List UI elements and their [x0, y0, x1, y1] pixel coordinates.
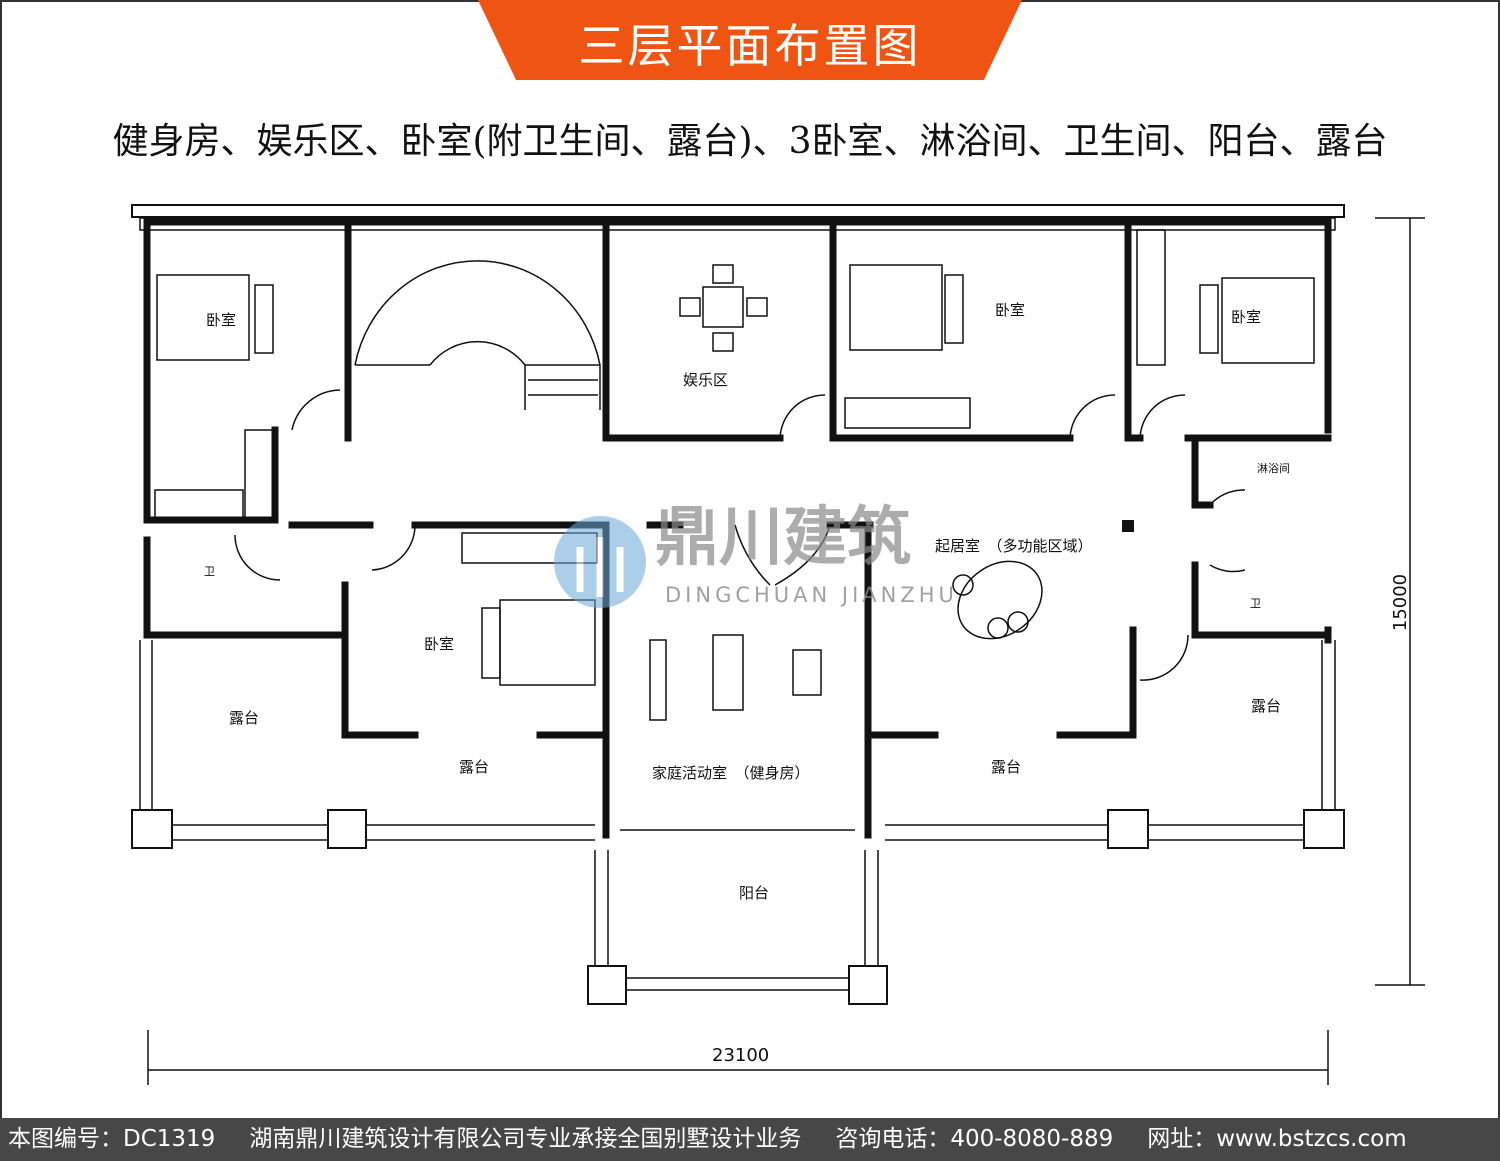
page-subtitle: 健身房、娱乐区、卧室(附卫生间、露台)、3卧室、淋浴间、卫生间、阳台、露台 — [112, 121, 1388, 162]
room-label-bedroom-1: 卧室 — [206, 311, 237, 329]
room-label-entertainment: 娱乐区 — [683, 371, 729, 389]
dimension-height: 15000 — [1390, 573, 1412, 632]
room-label-gym: 家庭活动室 （健身房） — [652, 764, 810, 782]
columns — [131, 809, 1345, 1005]
room-label-terrace-2: 露台 — [459, 758, 490, 776]
title-banner — [478, 0, 1022, 80]
watermark-text-en: DINGCHUAN JIANZHU — [665, 583, 958, 607]
structural-column — [1122, 520, 1134, 532]
room-label-terrace-4: 露台 — [1251, 697, 1282, 715]
room-label-wc-2: 卫 — [1250, 597, 1261, 610]
room-label-terrace-3: 露台 — [991, 758, 1022, 776]
page-title: 三层平面布置图 — [578, 19, 922, 73]
room-label-bedroom-4: 卧室 — [424, 635, 455, 653]
watermark-text-cn: 鼎川建筑 — [655, 501, 911, 575]
room-label-bedroom-3: 卧室 — [1231, 308, 1262, 326]
room-label-wc-1: 卫 — [204, 565, 215, 578]
footer-bar: 本图编号：DC1319 湖南鼎川建筑设计有限公司专业承接全国别墅设计业务 咨询电话：… — [0, 1118, 1500, 1161]
footer-phone: 咨询电话：400-8080-889 — [835, 1126, 1114, 1152]
room-label-terrace-1: 露台 — [229, 709, 260, 727]
furniture — [154, 229, 1315, 721]
dimension-lines — [147, 217, 1425, 1085]
room-label-shower: 淋浴间 — [1257, 462, 1290, 475]
dimension-width: 23100 — [712, 1045, 770, 1066]
terrace-rails — [139, 640, 1336, 991]
watermark-logo-icon — [554, 516, 646, 608]
room-label-living: 起居室 （多功能区域） — [935, 537, 1093, 555]
footer-company: 湖南鼎川建筑设计有限公司专业承接全国别墅设计业务 — [249, 1126, 802, 1152]
room-label-bedroom-2: 卧室 — [995, 301, 1026, 319]
doors — [234, 389, 1246, 681]
outer-walls — [131, 204, 1345, 231]
spiral-stair — [354, 260, 601, 410]
footer-website: 网址：www.bstzcs.com — [1147, 1126, 1407, 1152]
footer-plan-code: 本图编号：DC1319 — [8, 1126, 216, 1152]
main-walls — [143, 218, 1332, 839]
room-label-balcony: 阳台 — [739, 884, 770, 902]
